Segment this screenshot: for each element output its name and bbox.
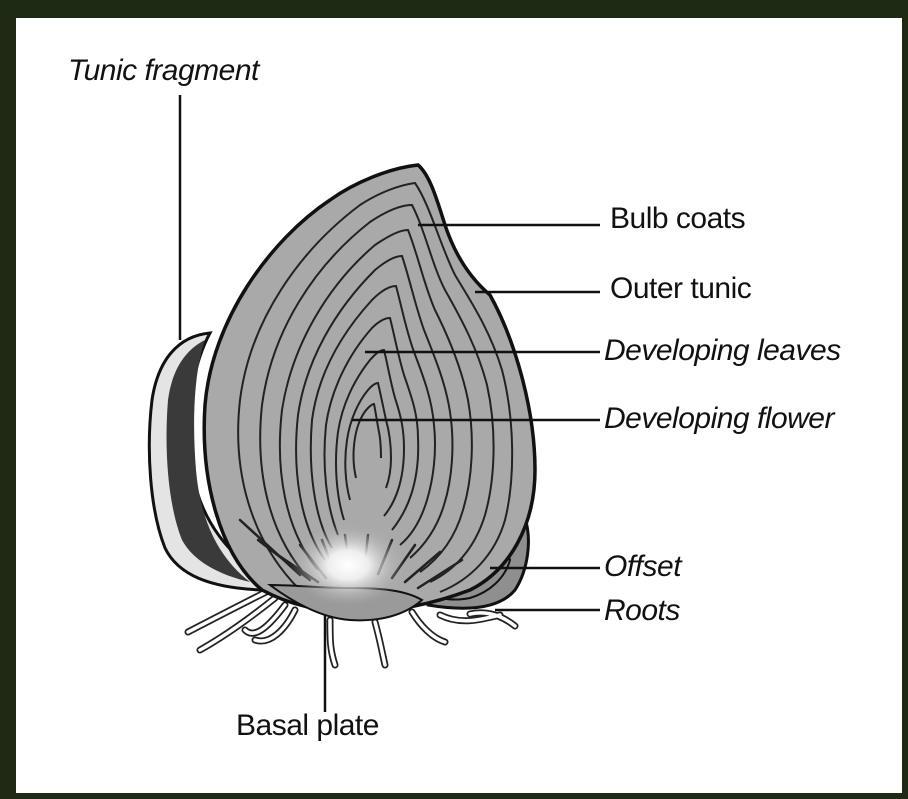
label-roots: Roots xyxy=(604,596,680,626)
label-developing-leaves: Developing leaves xyxy=(604,336,841,366)
label-tunic-fragment: Tunic fragment xyxy=(68,56,259,86)
label-developing-flower: Developing flower xyxy=(604,404,834,434)
label-bulb-coats: Bulb coats xyxy=(610,204,745,234)
label-offset: Offset xyxy=(604,552,681,582)
label-outer-tunic: Outer tunic xyxy=(610,274,751,304)
diagram-panel: Tunic fragment Bulb coats Outer tunic De… xyxy=(16,18,902,793)
label-basal-plate: Basal plate xyxy=(236,711,379,741)
